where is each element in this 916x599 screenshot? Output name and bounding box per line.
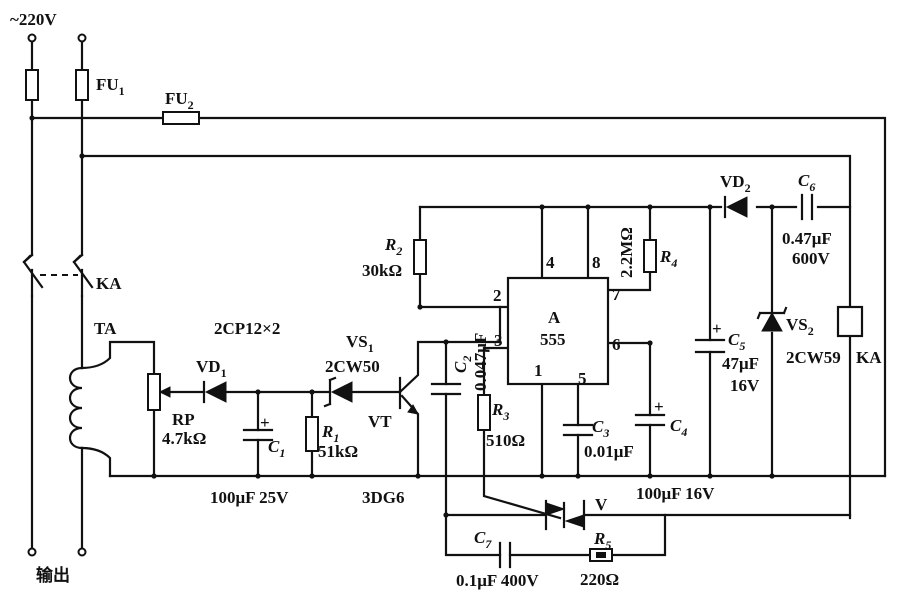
c6-capacitor [800,193,814,221]
label-r4-group: 2.2MΩ [617,227,636,278]
ka-relay-coil [836,305,864,338]
label-c5-val2: 16V [730,376,760,395]
label-rp: RP [172,410,195,429]
label-pin4: 4 [546,253,555,272]
label-pin5: 5 [578,369,587,388]
label-c6: C6 [798,171,815,194]
c3-capacitor [562,423,594,437]
label-r3-val: 510Ω [486,431,525,450]
label-pin2: 2 [493,286,502,305]
label-ka-coil: KA [856,348,882,367]
supply-terminals [27,33,87,43]
label-vd2: VD2 [720,172,751,195]
label-r5: R5 [593,529,611,552]
label-r1-val: 51kΩ [318,442,358,461]
label-fu2: FU2 [165,89,194,112]
junctions [29,115,775,518]
r4-resistor [643,239,657,273]
label-r4-val: 2.2MΩ [617,227,636,278]
label-r2-val: 30kΩ [362,261,402,280]
label-c5: C5 [728,330,745,353]
label-vs1: VS1 [346,332,374,355]
r1-resistor [305,416,319,452]
vt-transistor [407,404,419,415]
label-c1-plus: + [260,413,270,432]
label-pin3: 3 [494,331,503,350]
label-output: 输出 [36,565,70,585]
vs1-zener [323,376,353,408]
label-vd1: VD1 [196,357,227,380]
label-vs1-part: 2CW50 [325,357,380,376]
label-vs2-part: 2CW59 [786,348,841,367]
label-c2: C2 [451,356,474,373]
label-c1-val: 100μF 25V [210,488,289,507]
v-triac [544,499,586,531]
label-pin1: 1 [534,361,543,380]
c7-capacitor [498,541,512,569]
label-c7-val: 0.1μF 400V [456,571,539,590]
label-v: V [595,495,608,514]
r3-resistor [477,394,491,431]
vs2-zener [756,306,788,332]
rp-wiper-arrow [158,386,171,398]
label-vt-part: 3DG6 [362,488,405,507]
label-diodes-part: 2CP12×2 [214,319,280,338]
fuse-fu1 [75,69,89,101]
ta-transformer [68,366,84,450]
fuse-fu1-left [25,69,39,101]
rp-potentiometer [147,373,161,411]
label-r3: R3 [491,400,509,423]
fuse-fu2 [162,111,200,125]
label-r2: R2 [384,235,402,258]
label-c4-val: 100μF 16V [636,484,715,503]
label-pin6: 6 [612,335,621,354]
label-c3-val: 0.01μF [584,442,634,461]
label-rp-val: 4.7kΩ [162,429,206,448]
label-c6-val2: 600V [792,249,831,268]
wires [30,40,887,557]
label-c7: C7 [474,528,492,551]
label-c3: C3 [592,417,609,440]
label-r1: R1 [321,422,339,445]
r5-resistor-fill [596,552,606,558]
output-terminals [27,547,87,557]
c1-capacitor [242,428,274,442]
label-supply: ~220V [10,10,57,29]
label-vt: VT [368,412,392,431]
label-c1: C1 [268,437,285,460]
label-ic-part: 555 [540,330,566,349]
label-ic-name: A [548,308,561,327]
label-c4: C4 [670,416,687,439]
label-c5-plus: + [712,319,722,338]
ka-contacts [22,253,94,298]
label-vs2: VS2 [786,315,814,338]
c2-capacitor [430,382,462,396]
label-r4: R4 [659,247,677,270]
r2-resistor [413,239,427,275]
vd1-diode [202,380,227,404]
label-ka-contact: KA [96,274,122,293]
labels: ~220V FU1 FU2 KA TA 输出 2CP12×2 VD1 RP 4.… [10,10,882,590]
label-ta: TA [94,319,117,338]
label-c4-plus: + [654,397,664,416]
label-c2-group: C2 0.047μF [451,333,490,391]
c4-capacitor [634,413,666,427]
label-c2-val: 0.047μF [471,333,490,391]
label-pin7: 7 [612,285,621,304]
c5-capacitor [694,338,726,354]
label-c5-val1: 47μF [722,354,759,373]
ic-555 [506,276,610,386]
label-c6-val1: 0.47μF [782,229,832,248]
label-r5-val: 220Ω [580,570,619,589]
vd2-diode [723,195,748,219]
label-fu1: FU1 [96,75,125,98]
label-pin8: 8 [592,253,601,272]
